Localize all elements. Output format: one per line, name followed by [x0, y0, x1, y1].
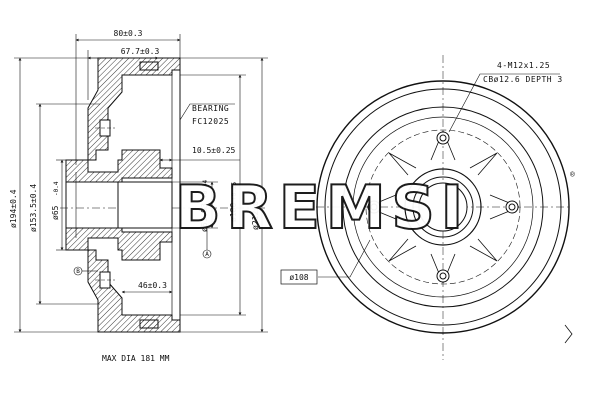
braking-circle [342, 106, 544, 308]
datum-b: B [76, 268, 80, 275]
d108-box [280, 269, 318, 285]
stud-hole [436, 131, 450, 145]
chevron-icon [564, 324, 573, 344]
stud-holes [367, 131, 519, 283]
dim-10: 10.5±0.25 [192, 146, 236, 155]
stud-hole-inner [370, 203, 378, 211]
drum-lower-section [87, 249, 181, 333]
bearing-code: FC12025 [192, 117, 229, 126]
hub-outer-circle [404, 168, 482, 246]
inner-rim-circle [352, 116, 534, 298]
dim-108: ø108 [289, 273, 308, 282]
bearing-leader [179, 103, 235, 121]
section-dimensions [14, 34, 268, 333]
stud-hole-inner [439, 272, 447, 280]
dim-51-tol: +0.04 [202, 180, 209, 198]
lip-upper [139, 61, 159, 71]
dim-212: ø212±0.4 [251, 191, 260, 230]
dim-65-tol: -0.4 [53, 181, 60, 196]
brand-logo-text: BREMSI [175, 173, 469, 243]
dim-67: 67.7±0.3 [121, 47, 160, 56]
hub-lower [65, 227, 173, 261]
lip-lower [139, 319, 159, 329]
dim-65: ø65 [51, 205, 60, 220]
holes-note: 4-M12x1.25 [497, 61, 550, 70]
dim-180: ø180 [229, 203, 238, 222]
stud-hole-inner [439, 134, 447, 142]
dim-153: ø153.5±0.4 [29, 184, 38, 232]
rib [388, 238, 417, 262]
dim-80: 80±0.3 [114, 29, 143, 38]
pcd-circle [365, 129, 521, 285]
stud-hole [505, 200, 519, 214]
front-view [280, 55, 573, 360]
rib [388, 152, 417, 176]
brand-logo: BREMSI ® [174, 170, 575, 244]
bearing-bore [117, 181, 173, 229]
bore-circle [418, 182, 468, 232]
trademark-mark: ® [570, 170, 575, 179]
hub-upper [65, 149, 173, 183]
holes-leader [448, 73, 560, 133]
front-view-texts: 4-M12x1.25 CBø12.6 DEPTH 3 ø108 [289, 61, 562, 282]
dim-180-tol: +0.25 [231, 182, 238, 200]
section-dimension-texts: 80±0.3 67.7±0.3 BEARING FC12025 10.5±0.2… [9, 29, 260, 363]
d108-leader [318, 239, 371, 278]
drum-outer-circle [316, 80, 570, 334]
dim-194: ø194±0.4 [9, 189, 18, 228]
bearing-label: BEARING [192, 104, 229, 113]
counterbore-note: CBø12.6 DEPTH 3 [483, 75, 563, 84]
stud-hole-inner [508, 203, 516, 211]
rib [469, 152, 498, 176]
stud-hole [436, 269, 450, 283]
hub-inner-circle [412, 176, 474, 238]
dim-46: 46±0.3 [138, 281, 167, 290]
drum-rim-circle [324, 88, 562, 326]
dim-51: ø51.93 [200, 203, 209, 232]
stud-hole [367, 200, 381, 214]
drum-upper-section [87, 57, 181, 161]
section-view [60, 57, 265, 333]
datum-a: A [205, 251, 209, 258]
rib [469, 238, 498, 262]
max-dia-note: MAX DIA 181 MM [102, 354, 170, 363]
